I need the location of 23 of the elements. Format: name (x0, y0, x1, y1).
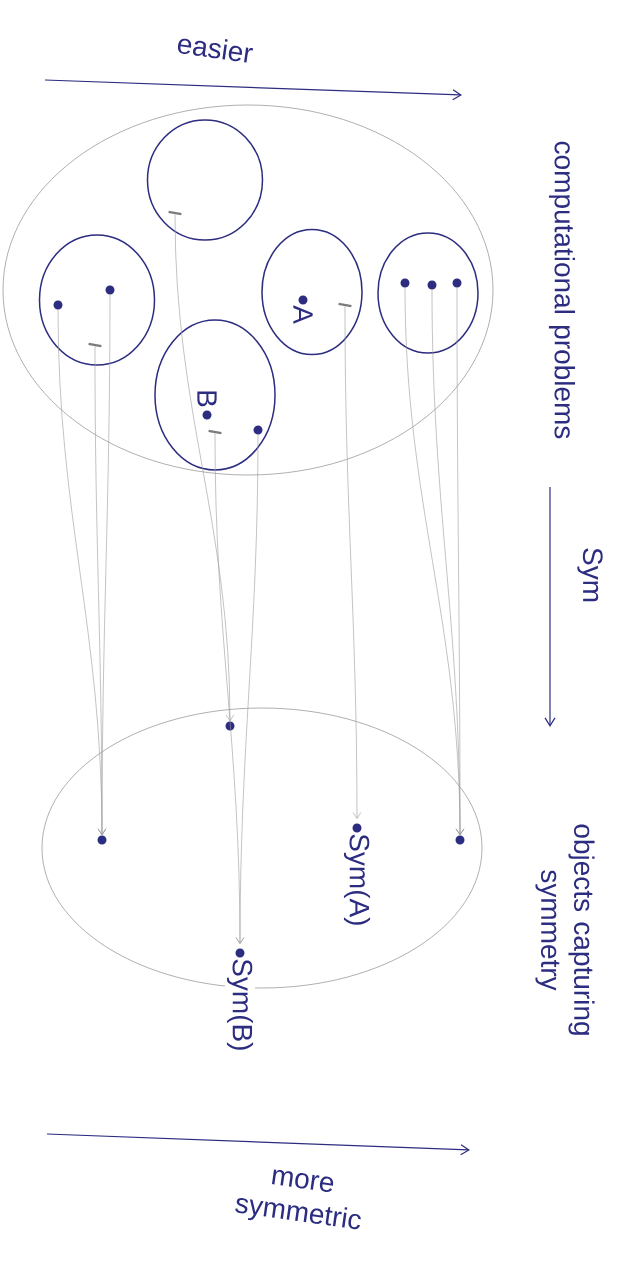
point-label: Sym(A) (341, 819, 373, 929)
subset-circle (146, 119, 264, 241)
arrow (455, 287, 465, 836)
arrow (94, 346, 107, 836)
set-heading: objects capturing symmetry (535, 824, 595, 1035)
tick-mark (88, 342, 102, 348)
point-label: Sym(B) (224, 944, 256, 1054)
subset-circle (377, 232, 479, 354)
subset-circle (261, 228, 363, 356)
subset-circle (154, 319, 276, 471)
map-label: Sym (577, 548, 603, 602)
tick-mark (168, 210, 182, 216)
point-label: B (196, 388, 218, 409)
tick-mark (208, 429, 222, 435)
arrow (235, 434, 259, 944)
tick-mark (338, 302, 352, 308)
point-label: A (291, 291, 315, 326)
arrow (344, 306, 362, 819)
axis-label: more symmetric (235, 1169, 361, 1230)
subset-circle (38, 234, 156, 366)
axis-label: easier (177, 38, 253, 63)
arrow (174, 214, 235, 722)
set-heading: computational problems (548, 141, 576, 439)
